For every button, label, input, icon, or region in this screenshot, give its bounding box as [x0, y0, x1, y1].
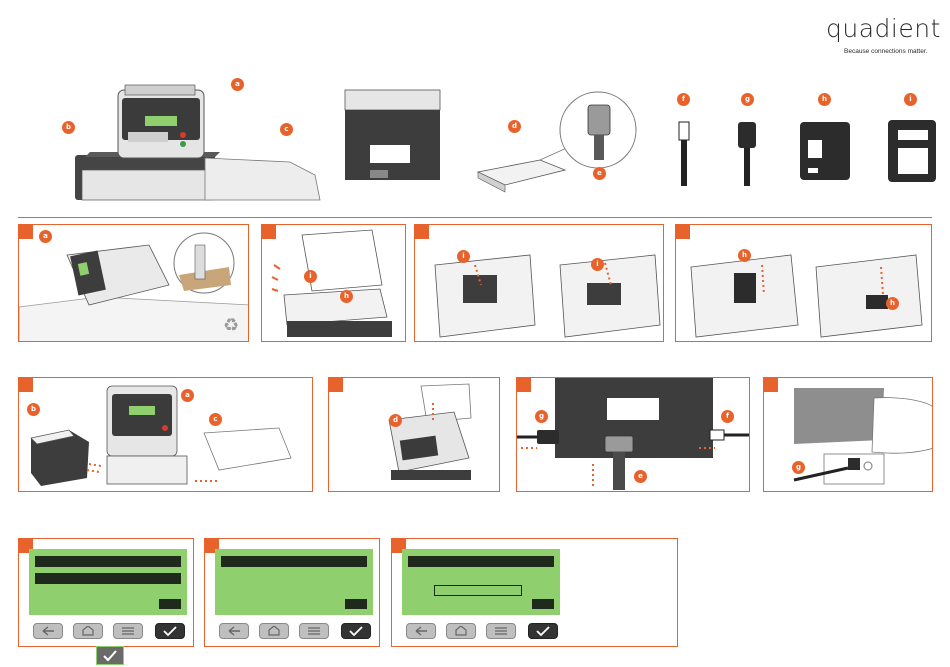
ink-cartridge-drawing: [800, 122, 850, 180]
insert-tape-illustration: [415, 225, 664, 342]
component-badge-h: h: [340, 290, 353, 303]
menu-icon: [307, 626, 321, 636]
component-badge-a: a: [181, 389, 194, 402]
network-cable-drawing: [679, 122, 689, 186]
step-panel-insert-ink-cartridge: h h: [675, 224, 932, 342]
power-switch-illustration: [764, 378, 933, 492]
insert-ink-illustration: [676, 225, 932, 342]
step-panel-connect-cables: g f e: [516, 377, 750, 492]
display-screen: [402, 549, 560, 615]
screen-panel-1: [18, 538, 194, 647]
component-badge-h: h: [738, 249, 751, 262]
display-line: [35, 556, 181, 567]
section-divider: [18, 217, 932, 218]
brand-logo: quadient Because connections matter.: [826, 14, 936, 54]
power-cable-drawing: [738, 122, 756, 186]
menu-icon: [121, 626, 135, 636]
component-badge-a: a: [39, 230, 52, 243]
menu-button[interactable]: [486, 623, 516, 639]
ok-button[interactable]: [528, 623, 558, 639]
display-line: [408, 556, 554, 567]
component-badge-d: d: [508, 120, 521, 133]
back-button[interactable]: [33, 623, 63, 639]
component-badge-e: e: [593, 167, 606, 180]
ok-button[interactable]: [155, 623, 185, 639]
step-panel-power-switch: g: [763, 377, 933, 492]
display-screen: [215, 549, 373, 615]
menu-button[interactable]: [299, 623, 329, 639]
component-badge-c: c: [209, 413, 222, 426]
base-unit-drawing: [345, 90, 440, 180]
component-badge-a: a: [231, 78, 244, 91]
component-badge-f: f: [721, 410, 734, 423]
softkey-label: [345, 599, 367, 609]
screen-panel-2: [204, 538, 380, 647]
step-panel-unpack: a ♻: [18, 224, 249, 342]
step-panel-insert-tape-cartridge: i i: [414, 224, 664, 342]
home-button[interactable]: [259, 623, 289, 639]
component-badge-g: g: [792, 461, 805, 474]
home-button[interactable]: [73, 623, 103, 639]
franking-machine-drawing: [75, 85, 320, 200]
component-badge-i: i: [904, 93, 917, 106]
component-badge-h: h: [818, 93, 831, 106]
confirm-key-legend: [96, 646, 124, 665]
input-field[interactable]: [434, 585, 522, 596]
display-line: [221, 556, 367, 567]
display-line: [35, 573, 181, 584]
home-button[interactable]: [446, 623, 476, 639]
step-panel-open-cover: i h: [261, 224, 406, 342]
back-button[interactable]: [219, 623, 249, 639]
component-badge-d: d: [389, 414, 402, 427]
check-icon: [349, 626, 363, 636]
home-icon: [267, 626, 281, 636]
component-badge-i: i: [304, 270, 317, 283]
tape-cartridge-drawing: [888, 120, 936, 182]
scale-drawing: [478, 92, 636, 192]
back-icon: [227, 626, 241, 636]
component-badge-b: b: [27, 403, 40, 416]
component-badge-c: c: [280, 123, 293, 136]
components-overview: [0, 60, 950, 210]
screen-panel-3: [391, 538, 678, 647]
check-icon: [97, 647, 123, 664]
check-icon: [163, 626, 177, 636]
recycle-icon: ♻: [223, 315, 239, 336]
back-icon: [41, 626, 55, 636]
open-cover-illustration: [262, 225, 406, 342]
menu-icon: [494, 626, 508, 636]
softkey-label: [159, 599, 181, 609]
home-icon: [454, 626, 468, 636]
brand-tagline: Because connections matter.: [844, 48, 927, 55]
back-icon: [414, 626, 428, 636]
check-icon: [536, 626, 550, 636]
softkey-label: [532, 599, 554, 609]
component-badge-i: i: [591, 258, 604, 271]
brand-wordmark: quadient: [826, 14, 941, 43]
component-badge-e: e: [634, 470, 647, 483]
display-screen: [29, 549, 187, 615]
attach-scale-illustration: [329, 378, 500, 492]
step-panel-assemble: a b c: [18, 377, 313, 492]
ok-button[interactable]: [341, 623, 371, 639]
component-badge-f: f: [677, 93, 690, 106]
component-badge-g: g: [535, 410, 548, 423]
unpack-illustration: [19, 225, 249, 342]
component-badge-i: i: [457, 250, 470, 263]
assemble-illustration: [19, 378, 313, 492]
component-badge-h: h: [886, 297, 899, 310]
home-icon: [81, 626, 95, 636]
component-badge-b: b: [62, 121, 75, 134]
back-button[interactable]: [406, 623, 436, 639]
step-panel-attach-scale: d: [328, 377, 500, 492]
menu-button[interactable]: [113, 623, 143, 639]
component-badge-g: g: [741, 93, 754, 106]
